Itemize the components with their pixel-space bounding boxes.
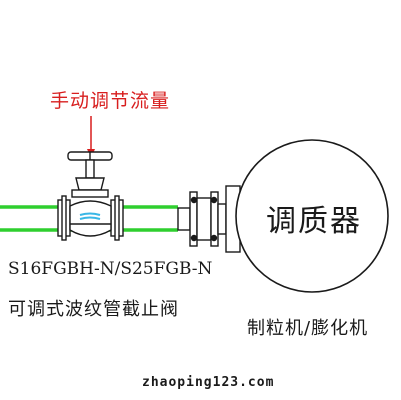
vessel-label: 调质器 xyxy=(266,204,362,239)
valve-name-label: 可调式波纹管截止阀 xyxy=(8,299,179,320)
handwheel-icon[interactable] xyxy=(67,151,113,161)
valve-model-label: S16FGBH-N/S25FGB-N xyxy=(8,259,213,279)
device-label: 制粒机/膨化机 xyxy=(247,318,369,339)
watermark-text: zhaoping123.com xyxy=(142,375,275,390)
circle-vessel-icon xyxy=(235,139,389,293)
bellows-icon xyxy=(79,212,101,220)
flange-icon xyxy=(177,185,241,253)
globe-valve-icon xyxy=(57,151,124,241)
flow-callout-label: 手动调节流量 xyxy=(50,90,171,112)
